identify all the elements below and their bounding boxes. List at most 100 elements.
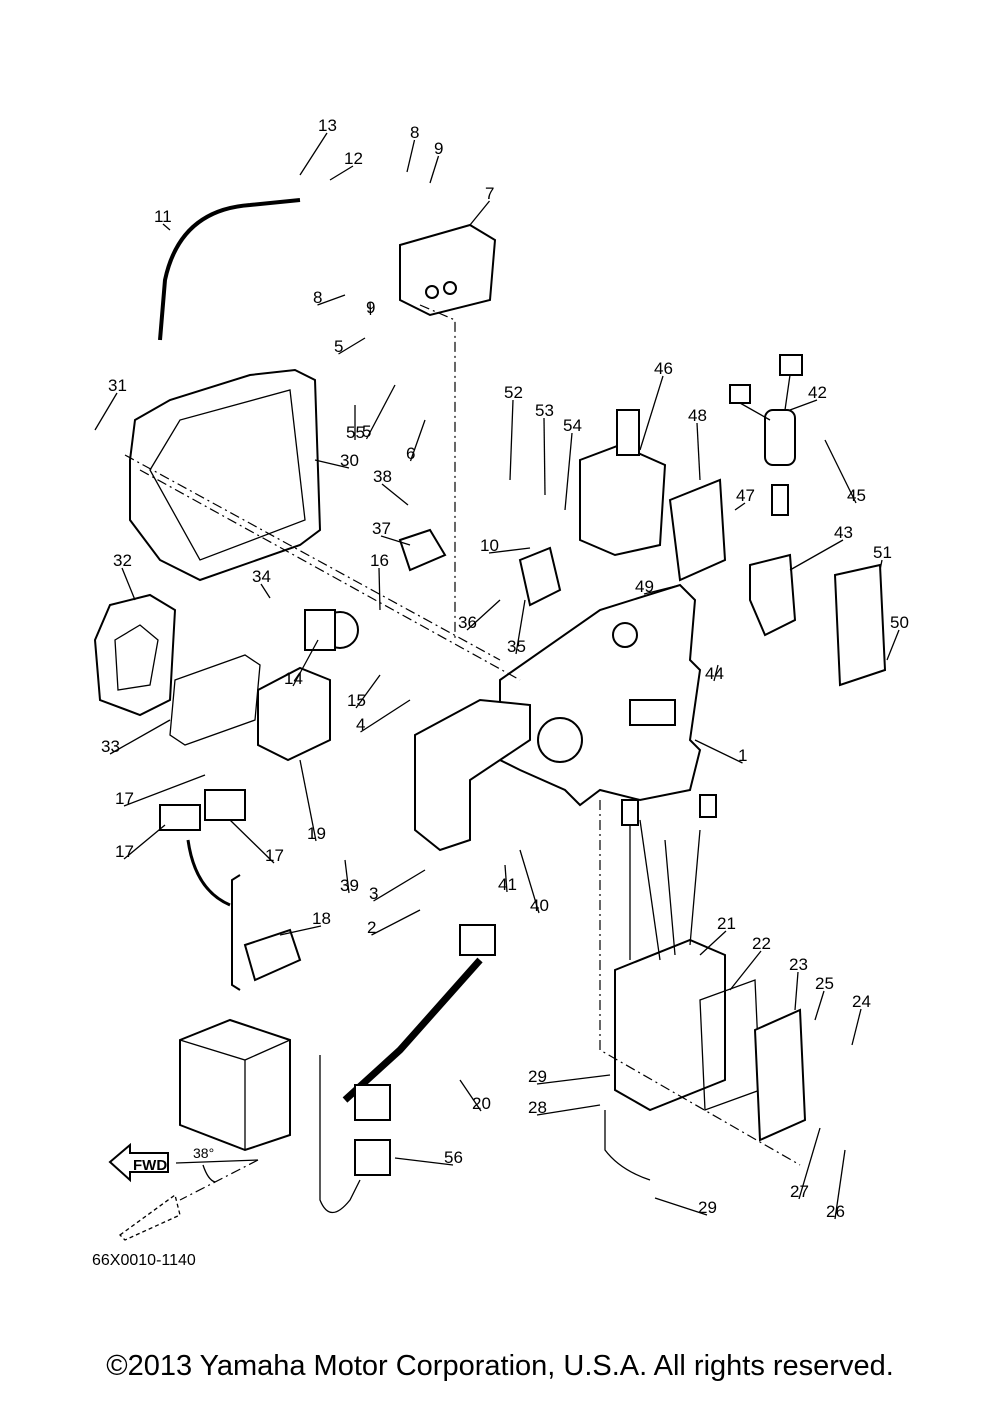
- part-drawings: [93, 198, 887, 1214]
- leader-line: [564, 432, 573, 511]
- callout-number: 18: [312, 909, 331, 928]
- leader-line: [469, 200, 491, 226]
- leader-line: [789, 399, 818, 411]
- callout-part-48: 48: [688, 406, 707, 481]
- leader-line: [344, 859, 350, 894]
- leader-line: [519, 849, 540, 914]
- leader-line: [713, 664, 719, 682]
- callout-part-47: 47: [734, 486, 755, 511]
- callout-part-1: 1: [694, 739, 747, 765]
- callout-number: 4: [356, 715, 365, 734]
- leader-line: [734, 502, 746, 511]
- leader-line: [794, 971, 799, 1011]
- callout-part-2: 2: [367, 909, 421, 937]
- callout-part-30: 30: [314, 451, 359, 470]
- bracket-part-1: [499, 583, 702, 807]
- callout-number: 49: [635, 577, 654, 596]
- leader-line: [123, 774, 206, 807]
- leader-line: [789, 539, 844, 571]
- leader-line: [694, 739, 743, 764]
- callout-part-22: 22: [729, 934, 771, 991]
- callout-number: 12: [344, 149, 363, 168]
- callout-part-54: 54: [563, 416, 582, 511]
- callout-number: 51: [873, 543, 892, 562]
- callout-part-17: 17: [229, 819, 284, 865]
- callout-number: 47: [736, 486, 755, 505]
- callout-part-17: 17: [115, 824, 166, 861]
- leader-line: [814, 990, 825, 1021]
- callout-number: 42: [808, 383, 827, 402]
- callout-number: 9: [434, 139, 443, 158]
- callout-part-10: 10: [480, 536, 531, 555]
- callout-part-23: 23: [789, 955, 808, 1011]
- battery: [179, 1018, 291, 1152]
- leader-line: [394, 1157, 454, 1166]
- leader-line: [329, 165, 354, 181]
- leader-line: [378, 567, 381, 611]
- callout-number: 11: [154, 207, 172, 226]
- leader-line: [292, 639, 319, 687]
- callout-part-29: 29: [654, 1197, 717, 1217]
- leader-line: [381, 483, 409, 506]
- leader-line: [543, 417, 546, 496]
- callout-part-31: 31: [94, 376, 127, 431]
- callout-part-28: 28: [528, 1098, 601, 1117]
- callout-part-9: 9: [429, 139, 443, 184]
- callout-part-56: 56: [394, 1148, 463, 1167]
- callout-number: 25: [815, 974, 834, 993]
- leader-line: [429, 155, 440, 184]
- callout-part-51: 51: [873, 543, 892, 571]
- leader-line: [355, 674, 381, 709]
- callout-number: 13: [318, 116, 337, 135]
- callout-part-4: 4: [356, 699, 411, 734]
- leader-line: [365, 384, 396, 440]
- callout-number: 31: [108, 376, 127, 395]
- leader-line: [466, 599, 501, 631]
- callout-part-52: 52: [504, 383, 523, 481]
- callout-number: 52: [504, 383, 523, 402]
- leader-line: [162, 223, 171, 231]
- callout-part-13: 13: [299, 116, 337, 176]
- callout-number: 5: [362, 422, 371, 441]
- callout-part-12: 12: [329, 149, 363, 181]
- callout-part-41: 41: [498, 864, 517, 894]
- callout-part-19: 19: [299, 759, 326, 843]
- callout-number: 23: [789, 955, 808, 974]
- leader-line: [109, 719, 171, 755]
- callout-part-8: 8: [406, 123, 419, 173]
- leader-line: [380, 535, 411, 546]
- leader-line: [260, 583, 271, 599]
- callout-part-36: 36: [458, 599, 501, 632]
- callout-part-45: 45: [824, 439, 866, 505]
- leader-line: [654, 1197, 708, 1216]
- leader-line: [515, 599, 526, 655]
- callout-part-44: 44: [705, 664, 724, 683]
- callout-part-55: 55: [346, 405, 365, 442]
- leader-line: [834, 1149, 846, 1220]
- callout-part-33: 33: [101, 719, 171, 756]
- callout-part-29: 29: [528, 1067, 611, 1086]
- callout-number: 46: [654, 359, 673, 378]
- callout-part-5: 5: [362, 384, 396, 441]
- callout-part-3: 3: [369, 869, 426, 903]
- callout-part-32: 32: [113, 551, 136, 601]
- leader-line: [536, 1104, 601, 1116]
- callout-number: 29: [698, 1198, 717, 1217]
- callout-part-20: 20: [459, 1079, 491, 1113]
- callout-part-27: 27: [790, 1127, 821, 1201]
- callout-number: 43: [834, 523, 853, 542]
- callout-number: 38: [373, 467, 392, 486]
- callout-number: 1: [738, 746, 747, 765]
- leader-line: [409, 419, 426, 462]
- leader-line: [643, 584, 681, 595]
- callout-number: 29: [528, 1067, 547, 1086]
- callout-number: 15: [347, 691, 366, 710]
- callout-part-39: 39: [340, 859, 359, 895]
- callout-number: 36: [458, 613, 477, 632]
- callout-part-5: 5: [334, 337, 366, 356]
- leader-line: [317, 294, 346, 306]
- callout-number: 2: [367, 918, 376, 937]
- leader-line: [886, 629, 900, 661]
- leader-line: [121, 567, 136, 601]
